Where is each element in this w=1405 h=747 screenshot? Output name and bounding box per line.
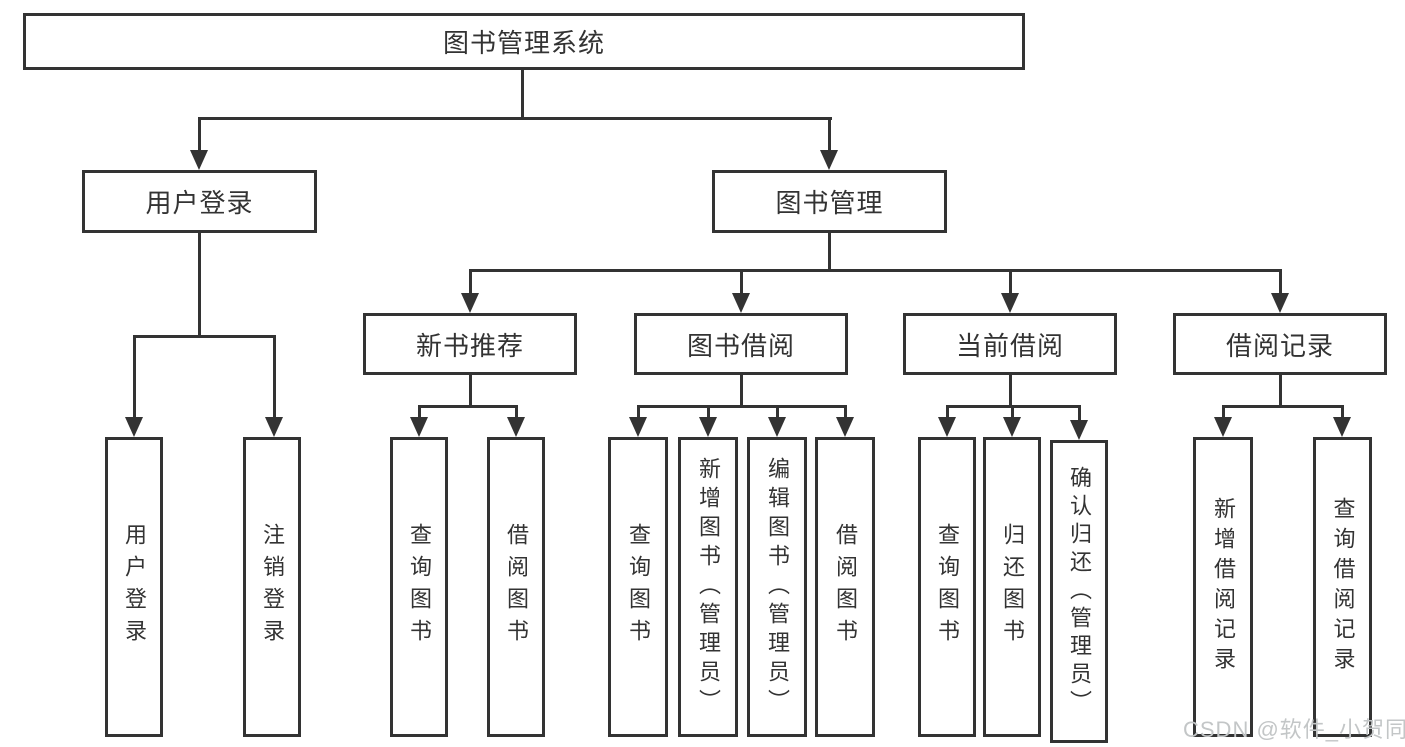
leaf-logout: 注销登录 bbox=[243, 437, 301, 737]
connector-drop-records bbox=[1279, 271, 1282, 295]
connector-drop bbox=[776, 407, 779, 419]
connector-userlogin-stem bbox=[198, 233, 201, 337]
leaf-records-query-record: 查询借阅记录 bbox=[1313, 437, 1372, 737]
connector-drop bbox=[707, 407, 710, 419]
connector-root-stem bbox=[521, 70, 524, 119]
leaf-current-confirm-return-admin: 确认归还（管理员） bbox=[1050, 440, 1108, 743]
leaf-borrowing-borrow-books-label: 借阅图书 bbox=[833, 523, 858, 651]
connector-borrowing-stem bbox=[740, 375, 743, 407]
csdn-watermark: CSDN @软件_小贺同学 bbox=[1183, 717, 1405, 742]
arrow-down-icon-book-mgmt bbox=[820, 150, 838, 170]
leaf-current-return-books-label: 归还图书 bbox=[1000, 523, 1025, 651]
arrow-down-icon bbox=[1070, 420, 1088, 440]
leaf-records-query-record-label: 查询借阅记录 bbox=[1330, 497, 1356, 677]
leaf-newbooks-borrow-books-label: 借阅图书 bbox=[504, 523, 529, 651]
connector-newbooks-split bbox=[418, 405, 518, 408]
leaf-borrowing-add-book-admin-label: 新增图书（管理员） bbox=[696, 456, 721, 718]
leaf-user-login-label: 用户登录 bbox=[122, 523, 147, 651]
connector-drop bbox=[1011, 407, 1014, 419]
arrow-down-icon-logout bbox=[265, 417, 283, 437]
connector-records-split bbox=[1222, 405, 1344, 408]
connector-userlogin-split bbox=[133, 335, 276, 338]
connector-bookmgmt-stem bbox=[828, 233, 831, 271]
connector-records-stem bbox=[1279, 375, 1282, 407]
leaf-logout-label: 注销登录 bbox=[260, 523, 285, 651]
arrow-down-icon bbox=[507, 417, 525, 437]
leaf-borrowing-edit-book-admin: 编辑图书（管理员） bbox=[747, 437, 807, 737]
arrow-down-icon bbox=[410, 417, 428, 437]
leaf-borrowing-query-books: 查询图书 bbox=[608, 437, 668, 737]
connector-drop bbox=[515, 407, 518, 419]
connector-drop-borrowing bbox=[740, 271, 743, 295]
leaf-borrowing-add-book-admin: 新增图书（管理员） bbox=[678, 437, 738, 737]
leaf-current-return-books: 归还图书 bbox=[983, 437, 1041, 737]
arrow-down-icon bbox=[629, 417, 647, 437]
connector-drop-logout bbox=[273, 337, 276, 419]
node-current-borrowing: 当前借阅 bbox=[903, 313, 1117, 375]
arrow-down-icon-new-books bbox=[461, 293, 479, 313]
node-user-login: 用户登录 bbox=[82, 170, 317, 233]
arrow-down-icon bbox=[1003, 417, 1021, 437]
connector-root-split bbox=[198, 117, 832, 120]
connector-drop bbox=[946, 407, 949, 419]
leaf-newbooks-query-books: 查询图书 bbox=[390, 437, 448, 737]
arrow-down-icon bbox=[938, 417, 956, 437]
connector-drop bbox=[637, 407, 640, 419]
arrow-down-icon bbox=[699, 417, 717, 437]
arrow-down-icon bbox=[836, 417, 854, 437]
arrow-down-icon-borrowing bbox=[732, 293, 750, 313]
leaf-borrowing-query-books-label: 查询图书 bbox=[626, 523, 651, 651]
connector-borrowing-split bbox=[637, 405, 847, 408]
connector-drop bbox=[844, 407, 847, 419]
node-book-borrowing: 图书借阅 bbox=[634, 313, 848, 375]
connector-drop-login bbox=[133, 337, 136, 419]
connector-drop-user-login bbox=[198, 119, 201, 152]
node-book-management: 图书管理 bbox=[712, 170, 947, 233]
leaf-current-query-books: 查询图书 bbox=[918, 437, 976, 737]
connector-bookmgmt-split bbox=[469, 269, 1282, 272]
arrow-down-icon bbox=[1333, 417, 1351, 437]
node-new-book-recommend: 新书推荐 bbox=[363, 313, 577, 375]
leaf-records-add-record: 新增借阅记录 bbox=[1193, 437, 1253, 737]
connector-drop bbox=[1078, 407, 1081, 421]
node-borrowing-records: 借阅记录 bbox=[1173, 313, 1387, 375]
connector-current-split bbox=[946, 405, 1081, 408]
leaf-user-login: 用户登录 bbox=[105, 437, 163, 737]
arrow-down-icon bbox=[768, 417, 786, 437]
leaf-current-query-books-label: 查询图书 bbox=[935, 523, 960, 651]
connector-drop bbox=[1222, 407, 1225, 419]
connector-drop bbox=[1341, 407, 1344, 419]
leaf-records-add-record-label: 新增借阅记录 bbox=[1211, 497, 1236, 677]
node-library-management-system: 图书管理系统 bbox=[23, 13, 1025, 70]
leaf-newbooks-borrow-books: 借阅图书 bbox=[487, 437, 545, 737]
leaf-borrowing-edit-book-admin-label: 编辑图书（管理员） bbox=[765, 456, 790, 718]
connector-drop-book-mgmt bbox=[828, 119, 831, 152]
connector-current-stem bbox=[1009, 375, 1012, 407]
connector-newbooks-stem bbox=[469, 375, 472, 407]
connector-drop-new-books bbox=[469, 271, 472, 295]
connector-drop bbox=[418, 407, 421, 419]
leaf-borrowing-borrow-books: 借阅图书 bbox=[815, 437, 875, 737]
arrow-down-icon bbox=[1214, 417, 1232, 437]
leaf-current-confirm-return-admin-label: 确认归还（管理员） bbox=[1067, 465, 1092, 718]
arrow-down-icon-records bbox=[1271, 293, 1289, 313]
arrow-down-icon-login bbox=[125, 417, 143, 437]
arrow-down-icon-current bbox=[1001, 293, 1019, 313]
connector-drop-current bbox=[1009, 271, 1012, 295]
arrow-down-icon-user-login bbox=[190, 150, 208, 170]
leaf-newbooks-query-books-label: 查询图书 bbox=[407, 523, 432, 651]
